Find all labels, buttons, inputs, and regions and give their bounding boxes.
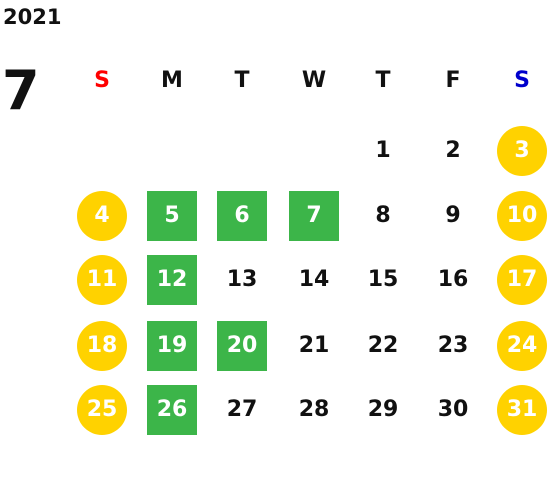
day-cell-9[interactable]: 9 [445,203,461,228]
day-cell-3[interactable]: 3 [497,126,547,176]
day-cell-17[interactable]: 17 [497,255,547,305]
weekday-header-thursday: T [375,68,391,93]
month-number: 7 [2,59,40,122]
day-cell-5[interactable]: 5 [147,191,197,241]
day-cell-19[interactable]: 19 [147,321,197,371]
day-cell-10[interactable]: 10 [497,191,547,241]
day-cell-22[interactable]: 22 [367,333,399,358]
day-cell-7[interactable]: 7 [289,191,339,241]
day-cell-20[interactable]: 20 [217,321,267,371]
day-cell-27[interactable]: 27 [226,397,258,422]
day-cell-29[interactable]: 29 [367,397,399,422]
day-cell-6[interactable]: 6 [217,191,267,241]
day-cell-11[interactable]: 11 [77,255,127,305]
day-cell-31[interactable]: 31 [497,385,547,435]
day-cell-4[interactable]: 4 [77,191,127,241]
day-cell-2[interactable]: 2 [445,138,461,163]
weekday-header-saturday: S [514,68,530,93]
day-cell-16[interactable]: 16 [437,267,469,292]
day-cell-8[interactable]: 8 [375,203,391,228]
day-cell-28[interactable]: 28 [298,397,330,422]
day-cell-1[interactable]: 1 [375,138,391,163]
day-cell-14[interactable]: 14 [298,267,330,292]
weekday-header-sunday: S [94,68,110,93]
day-cell-15[interactable]: 15 [367,267,399,292]
day-cell-24[interactable]: 24 [497,321,547,371]
day-cell-13[interactable]: 13 [226,267,258,292]
weekday-header-wednesday: W [301,68,327,93]
weekday-header-friday: F [445,68,461,93]
day-cell-26[interactable]: 26 [147,385,197,435]
day-cell-18[interactable]: 18 [77,321,127,371]
day-cell-25[interactable]: 25 [77,385,127,435]
day-cell-30[interactable]: 30 [437,397,469,422]
weekday-header-monday: M [161,68,183,93]
day-cell-21[interactable]: 21 [298,333,330,358]
day-cell-12[interactable]: 12 [147,255,197,305]
weekday-header-tuesday: T [234,68,250,93]
day-cell-23[interactable]: 23 [437,333,469,358]
year-label: 2021 [3,5,62,29]
